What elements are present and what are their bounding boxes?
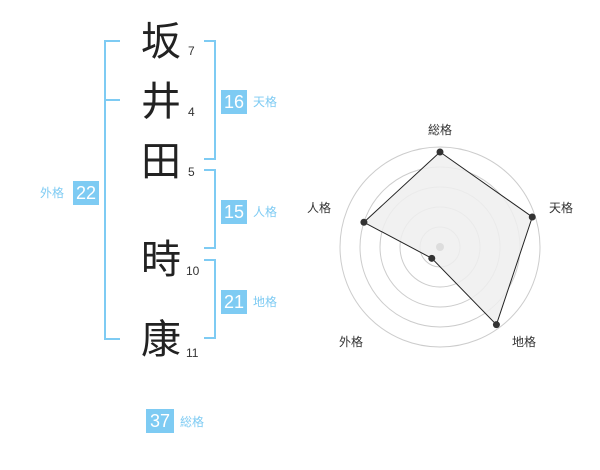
soukaku-label: 総格 (180, 415, 205, 429)
name-char-2: 井 (141, 79, 181, 125)
gaikaku-value: 22 (73, 181, 99, 205)
radar-label-soukaku: 総格 (428, 123, 453, 137)
stroke-count-1: 7 (188, 44, 195, 58)
name-char-4: 時 (141, 237, 181, 283)
jinkaku-label: 人格 (253, 205, 278, 219)
chikaku-label: 地格 (253, 295, 278, 309)
tenkaku-label: 天格 (253, 95, 278, 109)
radar-label-chikaku: 地格 (512, 335, 537, 349)
stroke-count-3: 5 (188, 165, 195, 179)
stroke-count-5: 11 (186, 346, 199, 360)
chikaku-value: 21 (221, 290, 247, 314)
radar-label-tenkaku: 天格 (549, 201, 574, 215)
name-char-1: 坂 (141, 19, 181, 65)
radar-point-4 (428, 254, 436, 262)
name-char-5: 康 (141, 317, 181, 363)
radar-point-2 (528, 213, 536, 221)
radar-point-3 (492, 321, 500, 329)
soukaku-value: 37 (146, 409, 174, 433)
jinkaku-value: 15 (221, 200, 247, 224)
stroke-count-4: 10 (186, 264, 200, 278)
tenkaku-value: 16 (221, 90, 247, 114)
radar-label-jinkaku: 人格 (307, 201, 332, 215)
radar-center-dot (436, 243, 444, 251)
gaikaku-label: 外格 (40, 186, 65, 200)
name-char-3: 田 (141, 139, 181, 185)
radar-point-5 (360, 218, 368, 226)
stroke-count-2: 4 (188, 105, 195, 119)
radar-polygon (363, 151, 533, 326)
radar-ring (339, 146, 541, 348)
radar-label-gaikaku: 外格 (339, 335, 364, 349)
radar-point-1 (436, 148, 444, 156)
